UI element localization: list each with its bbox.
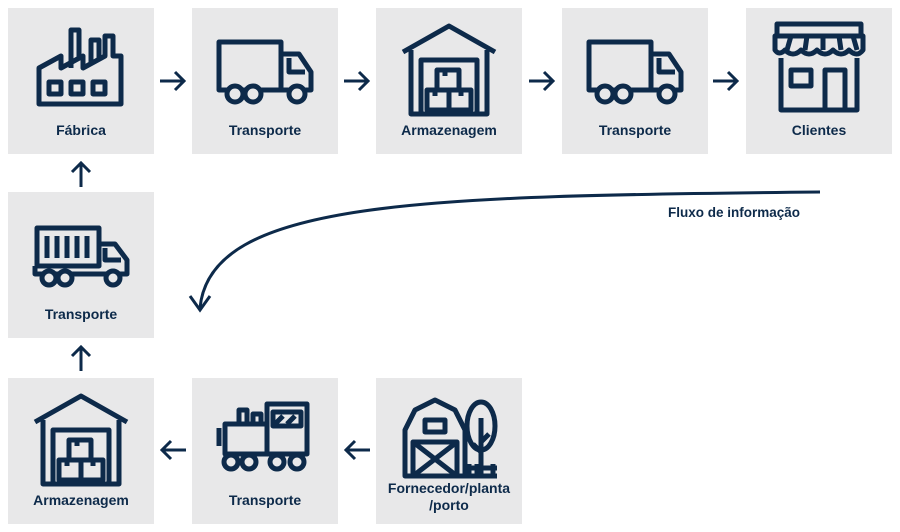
node-armazenagem-1: Armazenagem <box>376 8 522 154</box>
node-label: Fornecedor/planta /porto <box>376 480 522 514</box>
node-label-line2: /porto <box>429 497 469 513</box>
node-label: Transporte <box>44 306 118 322</box>
node-label: Transporte <box>228 122 302 138</box>
node-label: Fábrica <box>56 122 106 138</box>
node-label: Transporte <box>228 492 302 508</box>
node-clientes: Clientes <box>746 8 892 154</box>
node-label: Transporte <box>598 122 672 138</box>
node-fornecedor: Fornecedor/planta /porto <box>376 378 522 524</box>
node-label-line1: Fornecedor/planta <box>387 480 511 496</box>
node-fabrica: Fábrica <box>8 8 154 154</box>
information-flow-label: Fluxo de informação <box>668 205 801 220</box>
node-label: Armazenagem <box>33 492 129 508</box>
node-label: Clientes <box>791 122 847 138</box>
node-transporte-2: Transporte <box>562 8 708 154</box>
node-transporte-3: Transporte <box>8 192 154 338</box>
node-transporte-4: Transporte <box>192 378 338 524</box>
node-label: Armazenagem <box>401 122 497 138</box>
node-armazenagem-2: Armazenagem <box>8 378 154 524</box>
node-transporte-1: Transporte <box>192 8 338 154</box>
